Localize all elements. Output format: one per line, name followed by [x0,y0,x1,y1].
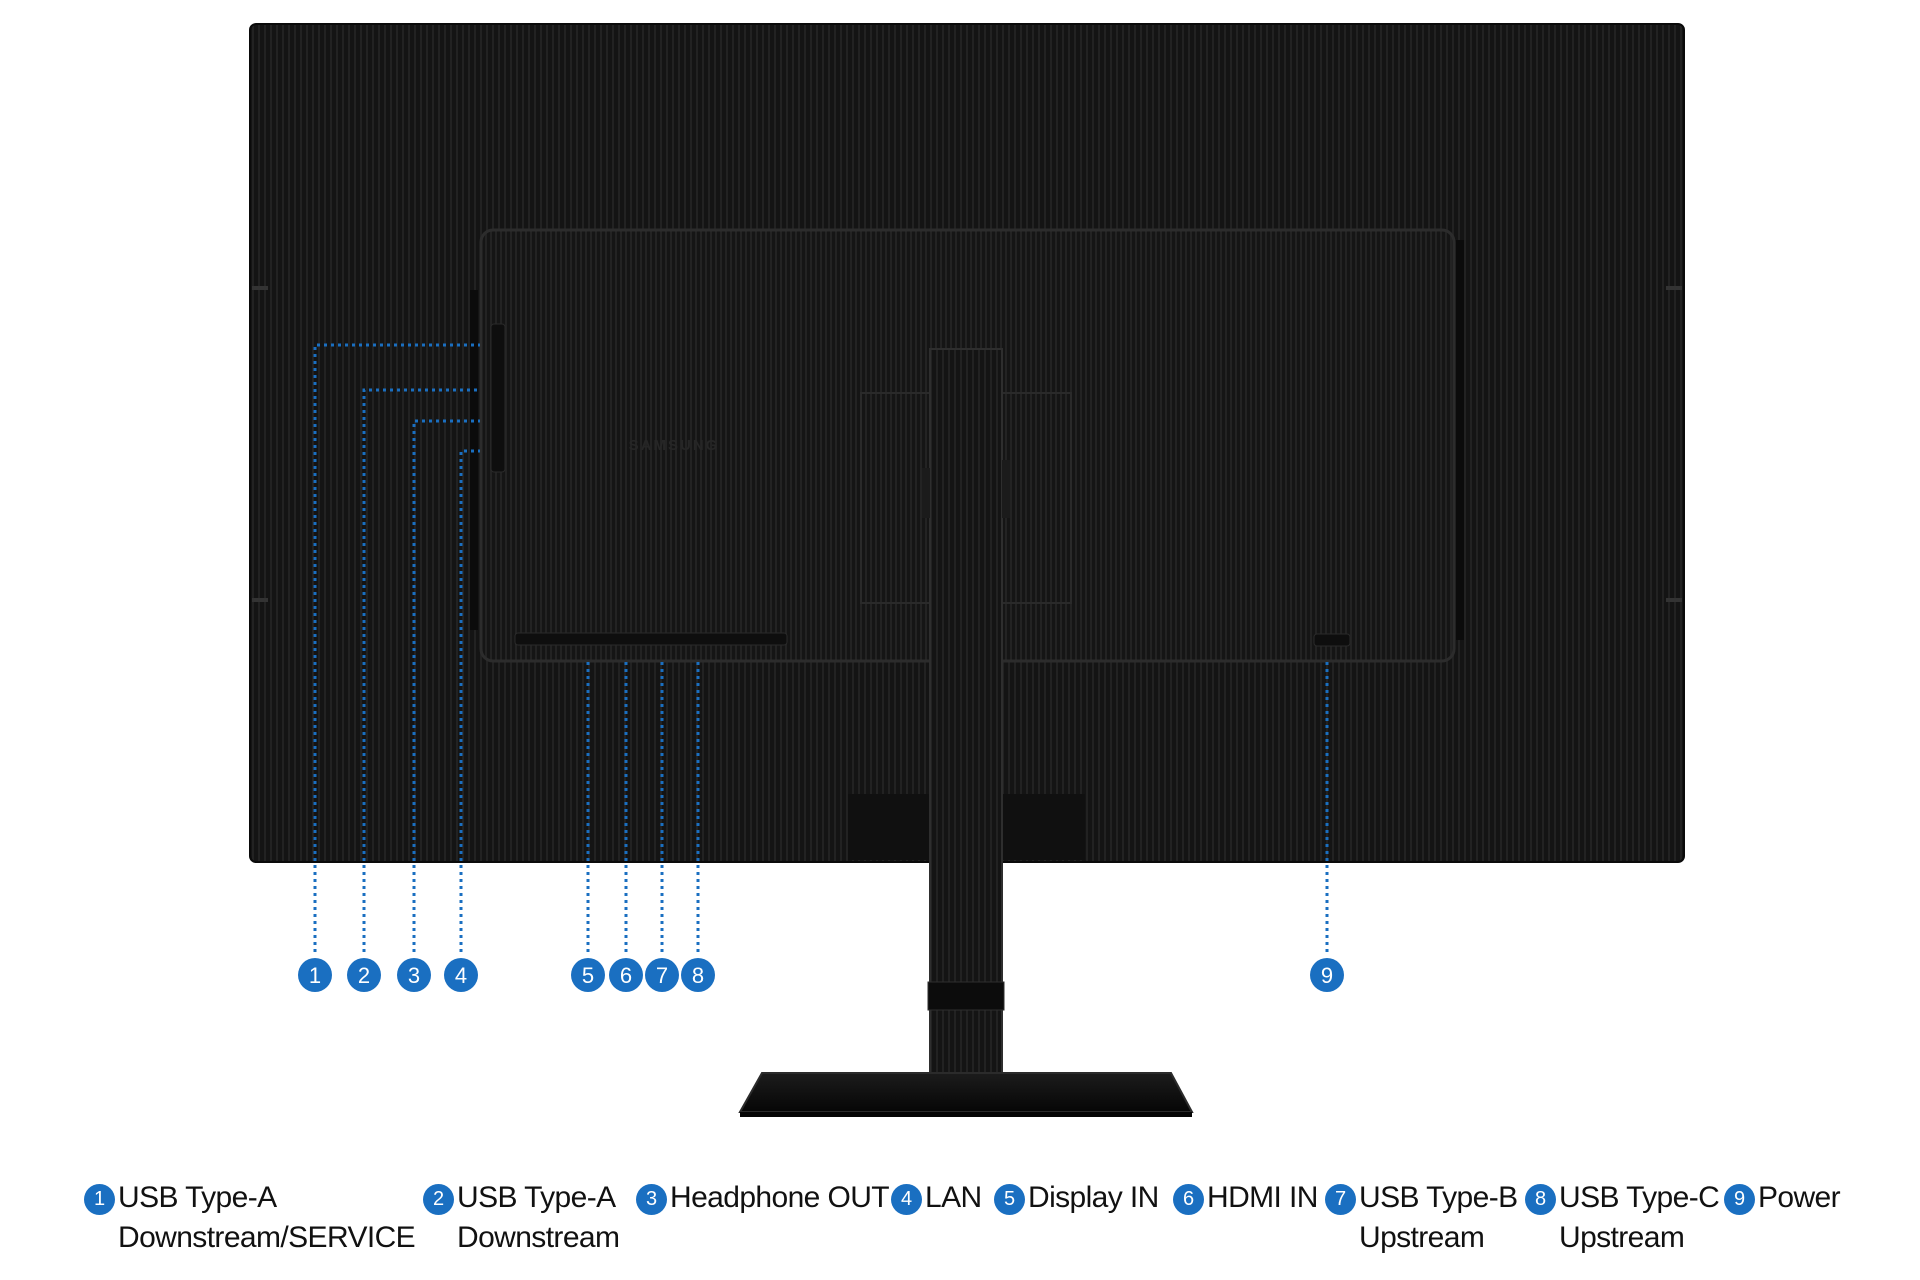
callout-number: 1 [309,963,321,988]
legend-label-line1: LAN [925,1181,982,1214]
callout-number: 7 [656,963,668,988]
port-legend: 1 USB Type-A Downstream/SERVICE 2 USB Ty… [84,1178,1900,1278]
panel-side-clip [252,286,268,290]
callout-number: 6 [620,963,632,988]
stand-foot-edge [740,1112,1192,1117]
vent-left [470,290,478,630]
legend-badge: 2 [423,1184,454,1215]
leader-line-2 [362,388,480,952]
legend-label: Power [1758,1178,1841,1218]
callout-badge-circle [645,958,679,992]
legend-item-8: 8 USB Type-C Upstream [1525,1178,1720,1258]
panel-side-clip [252,598,268,602]
side-port-strip [490,323,506,473]
brand-logo: SAMSUNG [629,437,720,454]
legend-label: USB Type-A Downstream/SERVICE [118,1178,416,1258]
stand-clip [1002,460,1010,518]
legend-label-line2: Downstream [457,1221,620,1254]
legend-label-line1: Headphone OUT [670,1181,890,1214]
legend-item-3: 3 Headphone OUT [636,1178,890,1218]
panel-side-clip [1666,598,1682,602]
stand-clip [922,468,930,518]
callout-badge-2: 2 [347,958,381,992]
legend-label-line2: Downstream/SERVICE [118,1221,416,1254]
legend-label: Headphone OUT [670,1178,890,1218]
callout-badge-9: 9 [1310,958,1344,992]
stand-foot [738,1072,1194,1113]
legend-item-1: 1 USB Type-A Downstream/SERVICE [84,1178,416,1258]
legend-label-line1: USB Type-A [118,1181,277,1214]
callout-number: 9 [1321,963,1333,988]
leader-line-1 [313,343,480,952]
callout-badge-circle [571,958,605,992]
legend-badge: 1 [84,1184,115,1215]
callout-badge-circle [609,958,643,992]
legend-item-6: 6 HDMI IN [1173,1178,1318,1218]
legend-label: USB Type-A Downstream [457,1178,620,1258]
callout-badge-3: 3 [397,958,431,992]
leader-line-4 [459,449,480,952]
callout-badge-circle [397,958,431,992]
callout-badge-circle [298,958,332,992]
power-port [1313,633,1351,647]
legend-label-line1: USB Type-B [1359,1181,1518,1214]
legend-label-line1: USB Type-A [457,1181,616,1214]
callout-badge-8: 8 [681,958,715,992]
legend-item-9: 9 Power [1724,1178,1841,1218]
callout-badge-circle [444,958,478,992]
legend-label: LAN [925,1178,982,1218]
legend-item-4: 4 LAN [891,1178,982,1218]
callout-badge-7: 7 [645,958,679,992]
callout-badge-circle [681,958,715,992]
legend-badge: 3 [636,1184,667,1215]
callout-badge-circle [1310,958,1344,992]
legend-label-line2: Upstream [1559,1221,1685,1254]
bottom-port-strip [514,632,788,646]
vent-right [1456,240,1464,640]
callout-badge-1: 1 [298,958,332,992]
leader-line-3 [412,419,480,952]
callout-number: 5 [582,963,594,988]
callout-leaders [313,343,1329,952]
callout-badge-4: 4 [444,958,478,992]
stand-collar [927,981,1005,1011]
legend-label-line1: Display IN [1028,1181,1159,1214]
callout-number: 4 [455,963,467,988]
legend-label-line1: Power [1758,1181,1841,1214]
legend-item-7: 7 USB Type-B Upstream [1325,1178,1518,1258]
callout-number: 3 [408,963,420,988]
callout-badge-5: 5 [571,958,605,992]
legend-label: HDMI IN [1207,1178,1318,1218]
legend-badge: 5 [994,1184,1025,1215]
legend-label-line2: Upstream [1359,1221,1485,1254]
callout-number: 2 [358,963,370,988]
legend-label-line1: USB Type-C [1559,1181,1720,1214]
legend-label-line1: HDMI IN [1207,1181,1318,1214]
legend-label: USB Type-B Upstream [1359,1178,1518,1258]
callout-badge-6: 6 [609,958,643,992]
legend-label: Display IN [1028,1178,1159,1218]
panel-side-clip [1666,286,1682,290]
legend-badge: 4 [891,1184,922,1215]
legend-badge: 6 [1173,1184,1204,1215]
callout-badge-circle [347,958,381,992]
legend-label: USB Type-C Upstream [1559,1178,1720,1258]
callout-number: 8 [692,963,704,988]
stand-neck [929,348,1003,1096]
legend-badge: 7 [1325,1184,1356,1215]
legend-item-2: 2 USB Type-A Downstream [423,1178,620,1258]
legend-badge: 9 [1724,1184,1755,1215]
callout-badges: 1 2 3 4 5 6 7 8 [298,958,1344,992]
legend-item-5: 5 Display IN [994,1178,1159,1218]
legend-badge: 8 [1525,1184,1556,1215]
